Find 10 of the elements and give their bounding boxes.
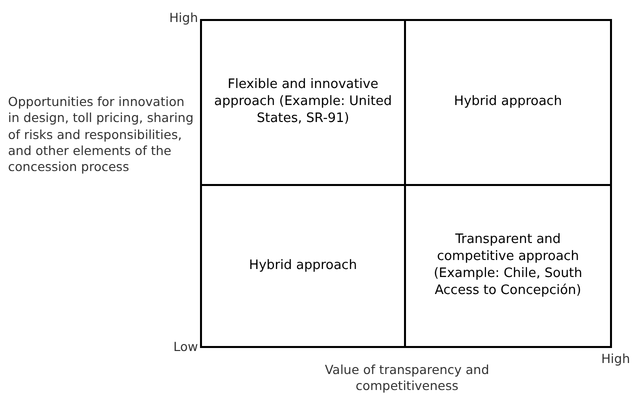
quadrant-text: Transparent and competitive approach (Example: Chile, South Access to Concepción): [432, 232, 584, 300]
axis-label: High: [601, 351, 630, 368]
quadrant-text: Flexible and innovative approach (Example: United States, SR-91): [213, 77, 393, 128]
quadrant-text: Hybrid approach: [454, 94, 562, 111]
quadrant: [202, 21, 406, 186]
axis-title: Value of transparency and competitiveness: [324, 362, 490, 394]
axis-label: High: [169, 10, 198, 26]
axis-label: Low: [173, 339, 198, 356]
axis-title: Opportunities for innovation in design, toll pricing, sharing of risks and responsibilities, and other elements of the concession process: [8, 94, 195, 176]
quadrant-text: Hybrid approach: [249, 258, 357, 274]
